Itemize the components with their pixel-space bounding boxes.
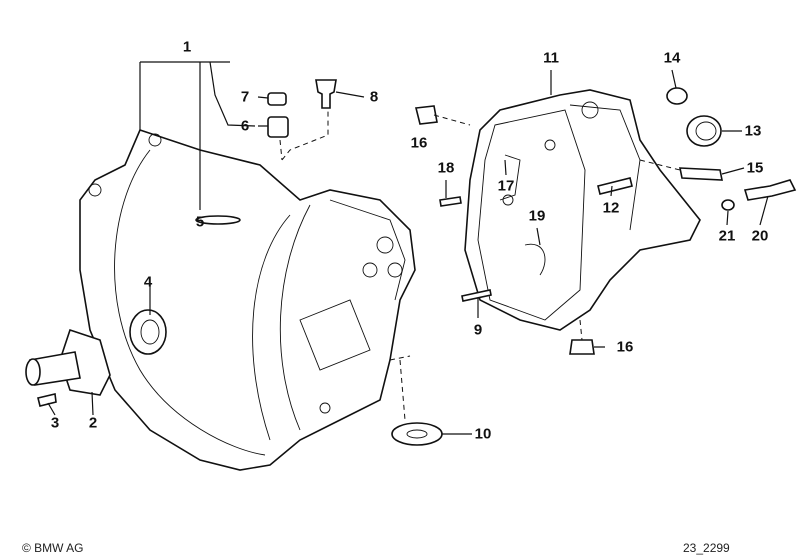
callout-8: 8 <box>369 88 379 106</box>
drawing-id: 23_2299 <box>683 541 730 555</box>
callout-11: 11 <box>543 49 559 67</box>
clutch-bell-housing <box>79 129 416 471</box>
callout-6: 6 <box>240 117 250 135</box>
callout-7: 7 <box>240 88 250 106</box>
callout-10: 10 <box>474 425 492 443</box>
callout-4: 4 <box>143 273 153 291</box>
callout-14: 14 <box>663 49 681 67</box>
callout-15: 15 <box>746 159 764 177</box>
callout-21: 21 <box>718 227 736 245</box>
callout-16-top: 16 <box>410 134 428 152</box>
callout-19: 19 <box>528 207 546 225</box>
callout-16-bottom: 16 <box>616 338 634 356</box>
transmission-case <box>464 89 701 331</box>
callout-3: 3 <box>50 414 60 432</box>
callout-5: 5 <box>195 213 205 231</box>
callout-20: 20 <box>751 227 769 245</box>
callout-1: 1 <box>182 38 192 56</box>
callout-17: 17 <box>497 177 515 195</box>
callout-9: 9 <box>473 321 483 339</box>
leader-lines <box>47 61 769 435</box>
callout-2: 2 <box>88 414 98 432</box>
copyright-text: © BMW AG <box>22 541 84 555</box>
callout-12: 12 <box>602 199 620 217</box>
small-parts <box>195 79 797 446</box>
guide-sleeve <box>25 328 111 407</box>
callout-18: 18 <box>437 159 455 177</box>
callout-13: 13 <box>744 122 762 140</box>
